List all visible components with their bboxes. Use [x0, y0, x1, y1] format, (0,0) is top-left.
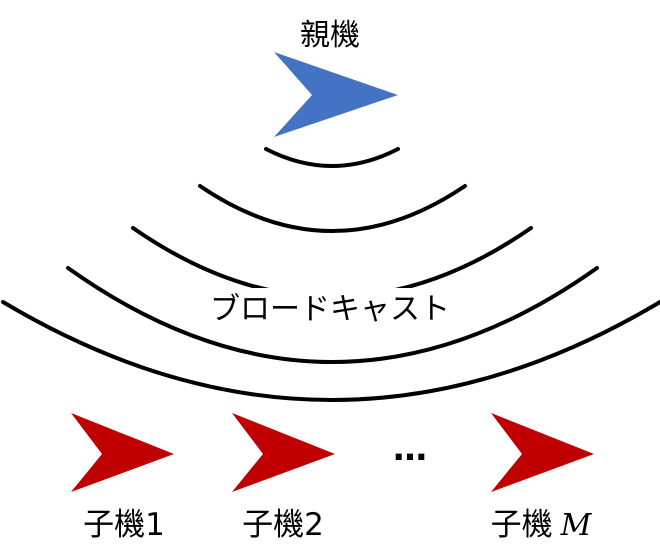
parent-label: 親機 — [300, 18, 360, 53]
child-2-label: 子機2 — [242, 507, 324, 543]
child-2-label-prefix: 子機 — [242, 507, 304, 543]
child-1-label: 子機1 — [83, 507, 165, 543]
child-m-label-suffix: M — [560, 508, 593, 543]
broadcast-wave-1 — [264, 147, 400, 168]
broadcast-wave-4 — [66, 266, 599, 364]
child-m-label-prefix: 子機 — [491, 507, 553, 543]
child-2-arrowhead-icon — [232, 413, 335, 492]
parent-arrowhead-icon — [274, 52, 398, 137]
broadcast-wave-3 — [131, 226, 533, 299]
broadcast-waves — [1, 147, 660, 402]
child-1-label-prefix: 子機 — [83, 507, 145, 543]
child-m-arrowhead-icon — [491, 413, 594, 492]
broadcast-wave-5 — [1, 300, 660, 402]
broadcast-wave-2 — [198, 184, 467, 233]
broadcast-label: ブロードキャスト — [210, 292, 450, 327]
child-1-arrowhead-icon — [71, 413, 174, 492]
broadcast-label-backdrop — [217, 288, 443, 326]
ellipsis: … — [393, 429, 427, 469]
child-2-label-suffix: 2 — [304, 507, 324, 543]
child-1-label-suffix: 1 — [145, 507, 165, 543]
